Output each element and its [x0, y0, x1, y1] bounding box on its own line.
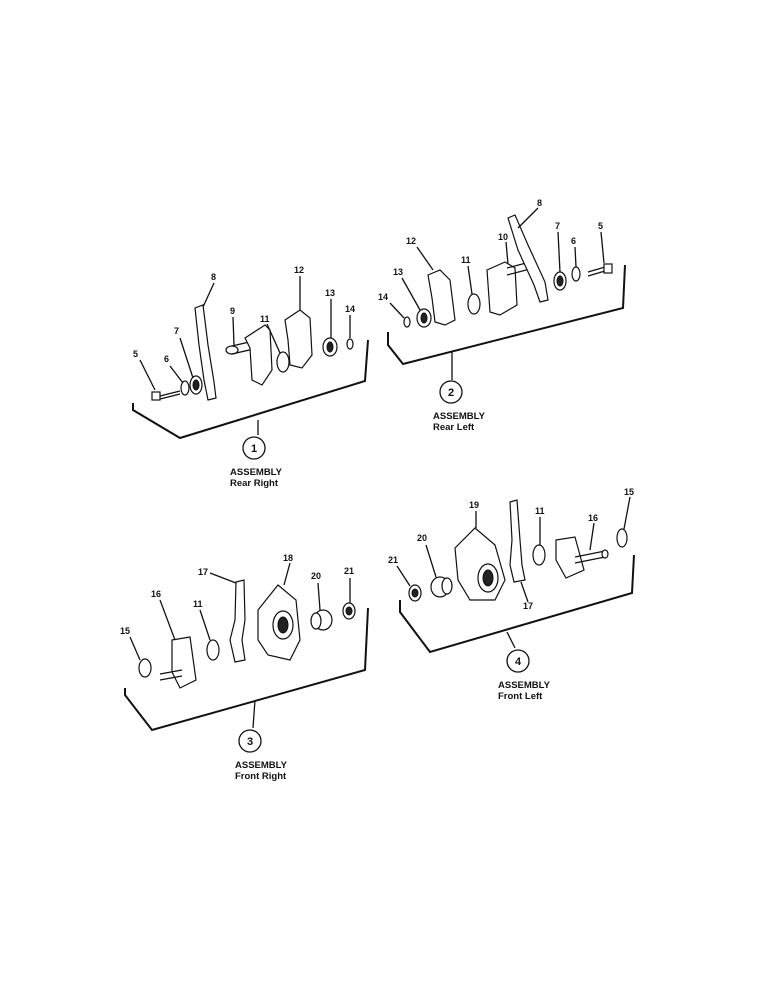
callout-15: 15 [120, 626, 130, 636]
assembly-1-label: ASSEMBLY [230, 467, 283, 478]
gear-plate-part [427, 269, 456, 326]
hub-plate-part [257, 584, 301, 661]
callout-8: 8 [537, 198, 542, 208]
callout-16: 16 [588, 513, 598, 523]
callout-7: 7 [174, 326, 179, 336]
callout-13: 13 [325, 288, 335, 298]
assembly-3-sublabel: Front Right [235, 771, 287, 782]
assembly-4-leader [506, 631, 516, 649]
assembly-2-bracket [387, 264, 626, 366]
assembly-4-number: 4 [515, 656, 522, 668]
o-ring-part [616, 528, 628, 548]
bolt-part [587, 263, 613, 277]
callout-15: 15 [624, 487, 634, 497]
callout-5: 5 [133, 349, 138, 359]
washer-part [532, 544, 546, 566]
hub-plate-part [454, 527, 506, 601]
callout-group: 5 6 7 8 9 11 12 13 14 [133, 265, 355, 391]
washer-part [206, 639, 220, 661]
callout-12: 12 [294, 265, 304, 275]
callout-9: 9 [230, 306, 235, 316]
callout-5: 5 [598, 221, 603, 231]
assembly-1-number: 1 [251, 443, 257, 455]
callout-8: 8 [211, 272, 216, 282]
bearing-part [430, 576, 453, 598]
callout-14: 14 [345, 304, 355, 314]
assembly-3-bracket [124, 607, 369, 732]
callout-group: 15 16 11 17 18 20 21 [120, 553, 354, 661]
assembly-3-number-circle [238, 729, 262, 753]
callout-11: 11 [535, 506, 545, 516]
arm-part [507, 214, 549, 303]
washer-part [276, 351, 290, 373]
assembly-1-bracket [132, 339, 369, 440]
assembly-2-number-circle [439, 380, 463, 404]
assembly-3-number: 3 [247, 736, 253, 748]
washer-part [180, 380, 190, 396]
callout-12: 12 [406, 236, 416, 246]
assembly-3-leader [252, 699, 256, 729]
assembly-1-number-circle [242, 436, 266, 460]
bearing-part [310, 609, 333, 631]
assembly-4-label: ASSEMBLY [498, 680, 551, 691]
washer-part [467, 293, 481, 315]
callout-6: 6 [164, 354, 169, 364]
callout-20: 20 [311, 571, 321, 581]
gear-plate-part [284, 309, 313, 369]
arm-part [509, 499, 526, 583]
callout-21: 21 [344, 566, 354, 576]
callout-11: 11 [461, 255, 471, 265]
assembly-2-sublabel: Rear Left [433, 422, 475, 433]
callout-14: 14 [378, 292, 388, 302]
callout-13: 13 [393, 267, 403, 277]
assembly-2-label: ASSEMBLY [433, 411, 486, 422]
callout-16: 16 [151, 589, 161, 599]
callout-group: 21 20 19 17 11 16 15 [388, 487, 634, 611]
callout-group: 14 13 12 11 10 8 7 6 5 [378, 198, 605, 319]
assembly-4-sublabel: Front Left [498, 691, 543, 702]
o-ring-part [138, 658, 152, 678]
arm-part [194, 304, 217, 401]
callout-10: 10 [498, 232, 508, 242]
assembly-1-group: 1 ASSEMBLY Rear Right 5 6 [132, 265, 369, 489]
assembly-2-number: 2 [448, 387, 454, 399]
callout-18: 18 [283, 553, 293, 563]
callout-6: 6 [571, 236, 576, 246]
assembly-3-label: ASSEMBLY [235, 760, 288, 771]
clip-part [403, 316, 411, 328]
callout-7: 7 [555, 221, 560, 231]
callout-11: 11 [193, 599, 203, 609]
assembly-3-group: 3 ASSEMBLY Front Right 15 16 11 [120, 553, 369, 782]
washer-part [571, 266, 581, 282]
spindle-part [555, 536, 609, 579]
spindle-part [159, 636, 197, 689]
callout-17: 17 [198, 567, 208, 577]
callout-19: 19 [469, 500, 479, 510]
assembly-4-group: 4 ASSEMBLY Front Left 21 20 [388, 487, 635, 702]
plate-part [486, 261, 518, 316]
callout-17: 17 [523, 601, 533, 611]
assembly-1-sublabel: Rear Right [230, 478, 279, 489]
callout-11: 11 [260, 314, 270, 324]
bolt-part [151, 390, 181, 401]
assembly-4-number-circle [506, 649, 530, 673]
shaft-part [225, 339, 259, 355]
assembly-4-bracket [399, 554, 635, 654]
assembly-2-group: 2 ASSEMBLY Rear Left 14 13 12 [378, 198, 626, 433]
plate-part [244, 324, 273, 386]
arm-part [229, 579, 246, 663]
callout-20: 20 [417, 533, 427, 543]
clip-part [346, 338, 354, 350]
callout-21: 21 [388, 555, 398, 565]
